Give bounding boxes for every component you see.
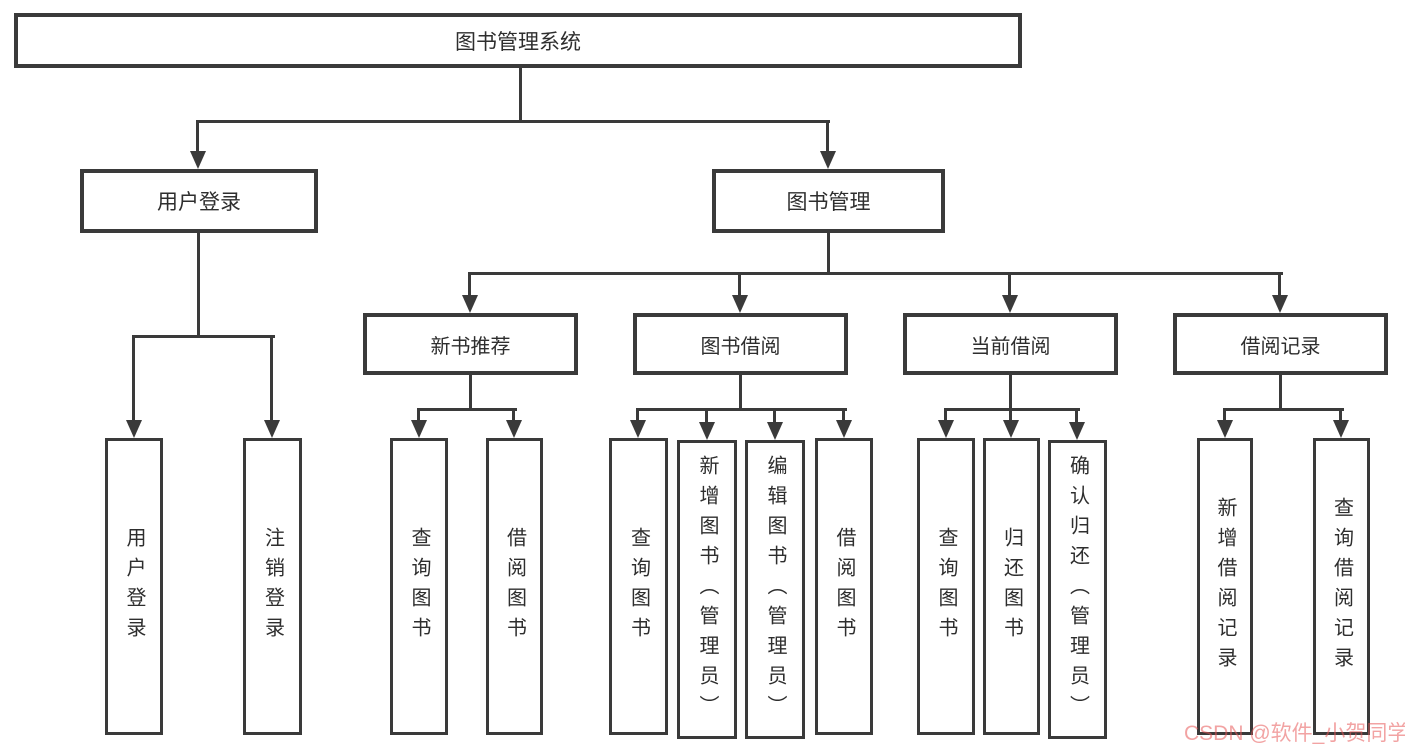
leaf-query-books-borrowing: 查询图书 xyxy=(609,438,668,735)
node-borrowing-records-label: 借阅记录 xyxy=(1240,335,1321,358)
leaf-add-books-admin: 新增图书（管理员） xyxy=(677,440,737,739)
leaf-query-books-recommend: 查询图书 xyxy=(390,438,448,735)
leaf-query-books-recommend-label: 查询图书 xyxy=(408,526,430,647)
node-current-borrowing: 当前借阅 xyxy=(903,313,1118,375)
leaf-add-borrow-record: 新增借阅记录 xyxy=(1197,438,1253,735)
connector-root-stub xyxy=(519,66,522,122)
connector-records-bar xyxy=(1224,408,1344,411)
arrow-down-icon xyxy=(938,408,954,438)
arrow-down-icon xyxy=(699,408,715,440)
arrow-down-icon xyxy=(1002,272,1018,313)
leaf-confirm-return-admin-label: 确认归还（管理员） xyxy=(1066,454,1089,725)
connector-borrowing-bar xyxy=(637,408,847,411)
arrow-down-icon xyxy=(1003,408,1019,438)
arrow-down-icon xyxy=(767,408,783,440)
arrow-down-icon xyxy=(1069,408,1085,440)
connector-records-stub xyxy=(1279,373,1282,410)
node-user-login-label: 用户登录 xyxy=(157,191,241,214)
leaf-query-books-current-label: 查询图书 xyxy=(935,526,957,647)
node-book-borrowing: 图书借阅 xyxy=(633,313,848,375)
node-book-management: 图书管理 xyxy=(712,169,945,233)
arrow-down-icon xyxy=(411,408,427,438)
leaf-query-borrow-record-label: 查询借阅记录 xyxy=(1330,496,1353,677)
leaf-return-books-label: 归还图书 xyxy=(1000,526,1023,647)
leaf-logout: 注销登录 xyxy=(243,438,302,735)
arrow-down-icon xyxy=(1217,408,1233,438)
node-new-book-recommend: 新书推荐 xyxy=(363,313,578,375)
csdn-watermark: CSDN @软件_小贺同学 xyxy=(1184,722,1405,745)
node-borrowing-records: 借阅记录 xyxy=(1173,313,1388,375)
leaf-query-borrow-record: 查询借阅记录 xyxy=(1313,438,1370,735)
node-new-book-recommend-label: 新书推荐 xyxy=(430,335,511,358)
node-book-management-label: 图书管理 xyxy=(786,191,871,214)
node-user-login: 用户登录 xyxy=(80,169,318,233)
leaf-query-books-current: 查询图书 xyxy=(917,438,975,735)
leaf-edit-books-admin-label: 编辑图书（管理员） xyxy=(764,454,786,725)
arrow-down-icon xyxy=(126,335,142,438)
node-library-system-label: 图书管理系统 xyxy=(455,30,581,54)
arrow-down-icon xyxy=(1272,272,1288,313)
leaf-borrow-books-label: 借阅图书 xyxy=(833,526,855,647)
connector-newbook-stub xyxy=(469,373,472,410)
leaf-borrow-books-recommend: 借阅图书 xyxy=(486,438,543,735)
connector-userlogin-bar xyxy=(133,335,275,338)
node-current-borrowing-label: 当前借阅 xyxy=(970,335,1051,358)
leaf-user-login: 用户登录 xyxy=(105,438,163,735)
arrow-down-icon xyxy=(1333,408,1349,438)
arrow-down-icon xyxy=(264,335,280,438)
leaf-add-books-admin-label: 新增图书（管理员） xyxy=(696,454,718,725)
node-book-borrowing-label: 图书借阅 xyxy=(700,335,781,358)
leaf-return-books: 归还图书 xyxy=(983,438,1040,735)
arrow-down-icon xyxy=(506,408,522,438)
arrow-down-icon xyxy=(732,272,748,313)
connector-bookmgmt-bar xyxy=(469,272,1283,275)
leaf-borrow-books-recommend-label: 借阅图书 xyxy=(503,526,526,647)
arrow-down-icon xyxy=(836,408,852,438)
leaf-query-books-borrowing-label: 查询图书 xyxy=(627,526,650,647)
connector-userlogin-stub xyxy=(197,231,200,337)
leaf-add-borrow-record-label: 新增借阅记录 xyxy=(1214,496,1236,677)
connector-current-bar xyxy=(945,408,1080,411)
arrow-down-icon xyxy=(630,408,646,438)
arrow-down-icon xyxy=(462,272,478,313)
connector-current-stub xyxy=(1009,373,1012,410)
connector-bookmgmt-stub xyxy=(827,231,830,274)
connector-newbook-bar xyxy=(418,408,517,411)
node-library-system: 图书管理系统 xyxy=(14,13,1022,68)
connector-level1-bar xyxy=(196,120,830,123)
arrow-down-icon xyxy=(820,120,836,169)
connector-borrowing-stub xyxy=(739,373,742,410)
leaf-user-login-label: 用户登录 xyxy=(123,526,145,647)
leaf-edit-books-admin: 编辑图书（管理员） xyxy=(745,440,805,739)
arrow-down-icon xyxy=(190,120,206,169)
leaf-logout-label: 注销登录 xyxy=(261,526,284,647)
leaf-borrow-books: 借阅图书 xyxy=(815,438,873,735)
leaf-confirm-return-admin: 确认归还（管理员） xyxy=(1048,440,1107,739)
